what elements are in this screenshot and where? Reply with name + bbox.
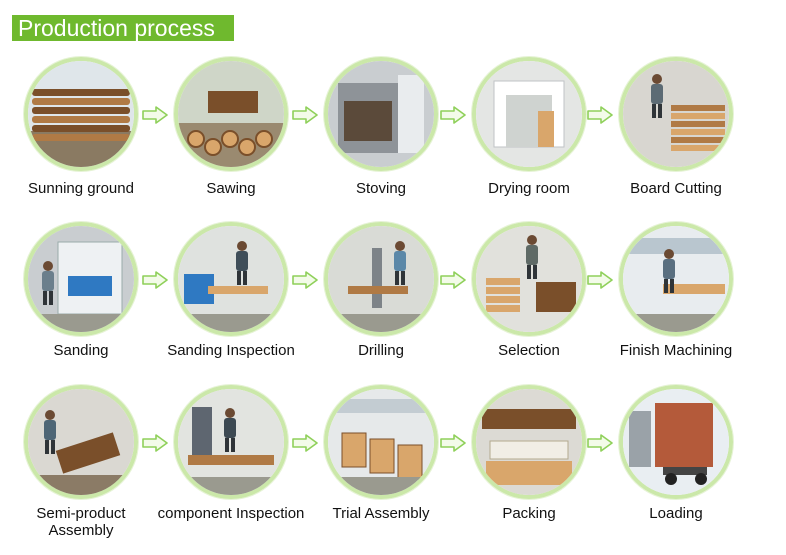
step-label: Selection bbox=[498, 342, 560, 359]
sawn-logs-icon bbox=[174, 57, 288, 171]
log-pile-icon bbox=[24, 57, 138, 171]
step-label: Drilling bbox=[358, 342, 404, 359]
assembly-icon bbox=[24, 385, 138, 499]
page-title: Production process bbox=[12, 15, 234, 41]
step-label: Trial Assembly bbox=[332, 505, 430, 522]
boiler-icon bbox=[324, 57, 438, 171]
arrow-right-icon bbox=[142, 106, 168, 124]
drill-press-icon bbox=[324, 222, 438, 336]
step-label: Finish Machining bbox=[619, 342, 733, 359]
packing-icon bbox=[472, 385, 586, 499]
workshop-icon bbox=[619, 222, 733, 336]
arrow-right-icon bbox=[587, 434, 613, 452]
drying-room-icon bbox=[472, 57, 586, 171]
container-truck-icon bbox=[619, 385, 733, 499]
step-label: Loading bbox=[649, 505, 703, 522]
step-label: component Inspection bbox=[157, 505, 305, 522]
step-label: Semi-product Assembly bbox=[36, 505, 126, 539]
arrow-right-icon bbox=[440, 434, 466, 452]
arrow-right-icon bbox=[440, 271, 466, 289]
step-label: Sanding bbox=[53, 342, 109, 359]
step-label: Sanding Inspection bbox=[167, 342, 295, 359]
step-label: Sunning ground bbox=[28, 180, 134, 197]
arrow-right-icon bbox=[440, 106, 466, 124]
sanding-machine-icon bbox=[24, 222, 138, 336]
arrow-right-icon bbox=[292, 271, 318, 289]
arrow-right-icon bbox=[142, 434, 168, 452]
trial-assembly-icon bbox=[324, 385, 438, 499]
component-inspection-icon bbox=[174, 385, 288, 499]
step-label: Sawing bbox=[206, 180, 256, 197]
arrow-right-icon bbox=[292, 434, 318, 452]
step-label: Packing bbox=[502, 505, 556, 522]
arrow-right-icon bbox=[587, 271, 613, 289]
step-label: Board Cutting bbox=[630, 180, 722, 197]
step-label: Drying room bbox=[488, 180, 570, 197]
inspection-worker-icon bbox=[174, 222, 288, 336]
arrow-right-icon bbox=[292, 106, 318, 124]
arrow-right-icon bbox=[142, 271, 168, 289]
arrow-right-icon bbox=[587, 106, 613, 124]
board-stack-icon bbox=[619, 57, 733, 171]
selection-worker-icon bbox=[472, 222, 586, 336]
step-label: Stoving bbox=[355, 180, 407, 197]
